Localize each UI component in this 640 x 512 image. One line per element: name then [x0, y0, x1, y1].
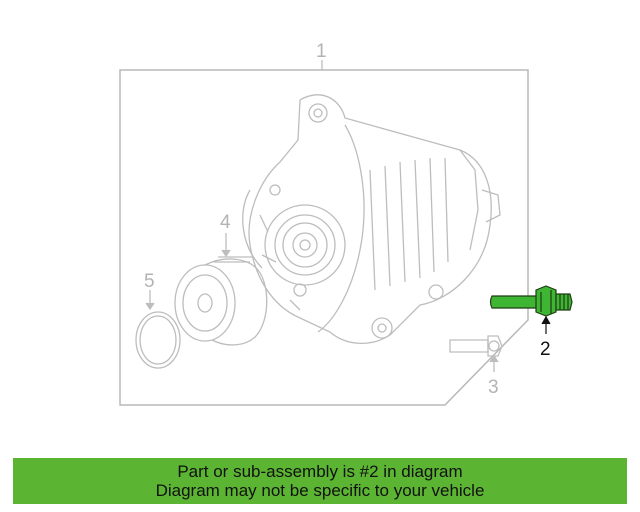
pulley-illustration	[174, 233, 268, 346]
alternator-illustration	[242, 94, 501, 345]
parts-diagram: 1 2 3 4 5	[119, 41, 573, 406]
info-banner: Part or sub-assembly is #2 in diagram Di…	[13, 458, 627, 504]
callout-2-label: 2	[540, 339, 551, 360]
callout-5-label: 5	[144, 271, 155, 292]
seal-ring-illustration	[135, 290, 181, 369]
bolt-3-illustration	[449, 335, 503, 372]
callout-4-label: 4	[220, 212, 231, 233]
callout-3-label: 3	[488, 377, 499, 398]
stud-bolt-2-highlighted	[489, 285, 573, 334]
callout-1-label: 1	[316, 41, 327, 62]
banner-line-disclaimer: Diagram may not be specific to your vehi…	[155, 481, 485, 500]
assembly-outline	[119, 69, 529, 406]
banner-line-part: Part or sub-assembly is #2 in diagram	[177, 462, 463, 481]
